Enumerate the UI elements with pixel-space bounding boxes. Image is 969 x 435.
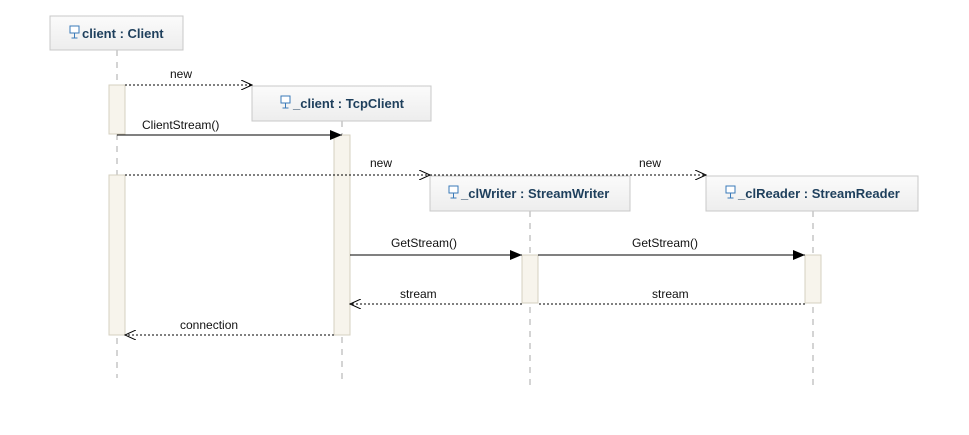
message-clientstream: ClientStream() (117, 118, 342, 140)
message-connection-return: connection (125, 318, 334, 335)
object-streamreader[interactable]: _clReader : StreamReader (705, 175, 919, 212)
lifeline-icon (280, 95, 291, 109)
activation-streamreader (804, 254, 822, 304)
message-new-tcpclient: new (125, 67, 252, 85)
object-client[interactable]: client : Client (49, 15, 184, 51)
message-label: ClientStream() (142, 118, 219, 132)
message-stream-return-writer: stream (350, 287, 522, 304)
activation-client-1 (108, 84, 126, 135)
message-getstream-reader: GetStream() (538, 236, 805, 260)
activation-client-2 (108, 174, 126, 336)
message-new-streamwriter: new (125, 156, 430, 175)
lifeline-icon (448, 185, 459, 199)
message-label: stream (652, 287, 689, 301)
object-label: _clWriter : StreamWriter (460, 186, 609, 201)
lifeline-icon (725, 185, 736, 199)
message-label: connection (180, 318, 238, 332)
object-tcpclient[interactable]: _client : TcpClient (251, 85, 432, 122)
object-label: _client : TcpClient (292, 96, 405, 111)
message-label: GetStream() (391, 236, 457, 250)
message-label: GetStream() (632, 236, 698, 250)
lifeline-icon (69, 25, 80, 39)
object-label: _clReader : StreamReader (737, 186, 900, 201)
message-stream-return-reader: stream (538, 287, 805, 305)
activation-streamwriter (521, 254, 539, 304)
object-label: client : Client (82, 26, 164, 41)
message-getstream-writer: GetStream() (350, 236, 522, 260)
message-label: stream (400, 287, 437, 301)
message-label: new (639, 156, 661, 170)
object-streamwriter[interactable]: _clWriter : StreamWriter (429, 175, 631, 212)
message-label: new (370, 156, 392, 170)
message-new-streamreader: new (430, 156, 706, 175)
message-label: new (170, 67, 192, 81)
activation-tcpclient (333, 134, 351, 336)
